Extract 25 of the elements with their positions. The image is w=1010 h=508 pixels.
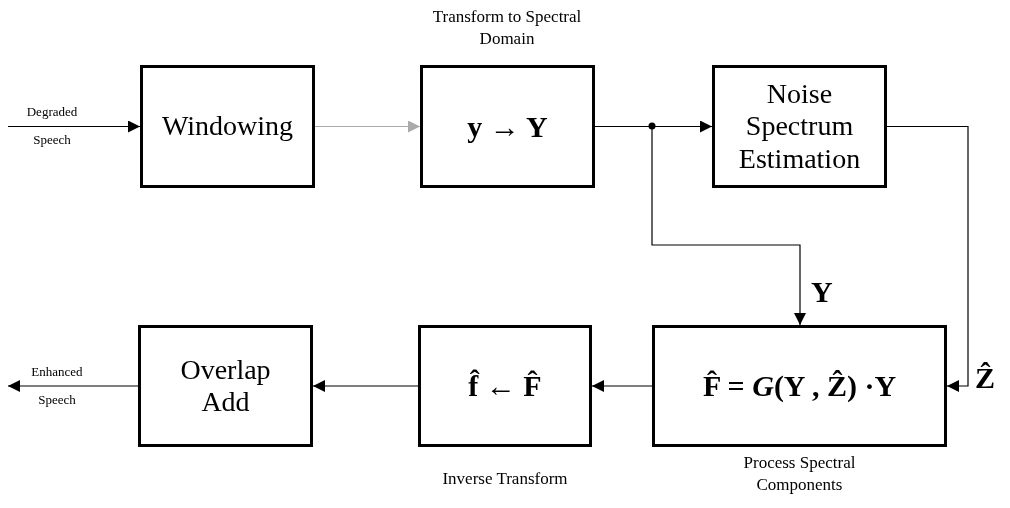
edge-label: Enhanced Speech: [30, 362, 84, 410]
arrow: [591, 380, 653, 392]
edge-label: Y: [811, 275, 833, 309]
formula: y → Y: [467, 109, 548, 144]
arrow: [312, 380, 419, 392]
box-label: Windowing: [160, 110, 295, 143]
process-box: [138, 325, 313, 447]
formula: F̂ = G(Y , Ẑ) ·Y: [702, 369, 897, 403]
node-label: Process Spectral Components: [742, 452, 857, 497]
formula: f̂ ← F̂: [468, 369, 542, 403]
arrow: [7, 120, 141, 133]
box-label: Noise Spectrum Estimation: [737, 78, 862, 175]
arrow: [314, 120, 421, 133]
node-label: Transform to Spectral Domain: [431, 6, 583, 51]
node-label: Inverse Transform: [441, 468, 569, 490]
process-box: [420, 65, 595, 188]
process-box: [418, 325, 592, 447]
box-label: Overlap Add: [179, 353, 272, 419]
arrow: [7, 380, 139, 392]
process-box: [140, 65, 315, 188]
edge-label: Ẑ: [975, 361, 995, 395]
arrow: [886, 125, 969, 392]
edge-label: Degraded Speech: [25, 102, 79, 150]
process-box: [712, 65, 887, 188]
process-box: [652, 325, 947, 447]
